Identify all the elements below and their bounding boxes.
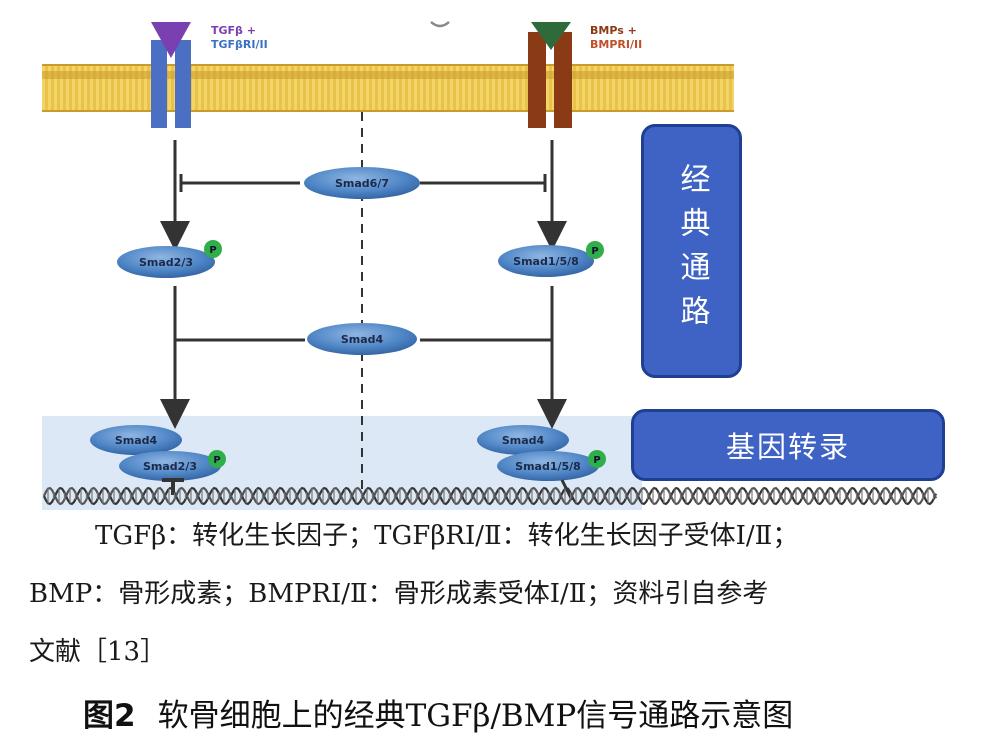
bmp-ligand — [531, 22, 571, 50]
tgf-ligand-label-1: TGFβ + — [211, 24, 256, 37]
cell-membrane — [42, 64, 734, 112]
tgf-beta-ligand — [151, 22, 191, 58]
bmp-receptor — [528, 22, 572, 128]
caption-line-2: BMP：骨形成素；BMPRⅠ/Ⅱ：骨形成素受体Ⅰ/Ⅱ；资料引自参考 — [29, 579, 769, 609]
gene-transcription-label: 基因转录 — [725, 430, 850, 464]
caption-line-1: TGFβ：转化生长因子；TGFβRⅠ/Ⅱ：转化生长因子受体Ⅰ/Ⅱ； — [95, 521, 799, 551]
dna-binding-marker — [162, 478, 184, 495]
dna-strand — [43, 486, 938, 506]
decor-arc — [430, 21, 450, 28]
signaling-pathway-diagram: TGFβ + TGFβRI/II BMPs + BMPRI/II Smad6/7… — [42, 21, 938, 510]
smad158-nuclear-label: Smad1/5/8 — [515, 460, 581, 473]
smad67-node: Smad6/7 — [304, 167, 420, 199]
phospho-icon — [588, 450, 606, 468]
smad4-nuclear-label: Smad4 — [502, 434, 545, 447]
tgf-ligand-label-2: TGFβRI/II — [211, 38, 268, 51]
classic-pathway-label: 经典通路 — [674, 163, 710, 339]
smad4-node: Smad4 — [307, 323, 417, 355]
smad4-nuclear-label: Smad4 — [115, 434, 158, 447]
phospho-label: P — [213, 455, 220, 466]
phospho-icon — [586, 241, 604, 259]
bmp-ligand-label-1: BMPs + — [590, 24, 637, 37]
phospho-label: P — [209, 245, 216, 256]
smad4-label: Smad4 — [341, 333, 384, 346]
phospho-label: P — [591, 246, 598, 257]
dna-strand — [43, 486, 938, 506]
smad23-nuclear-label: Smad2/3 — [143, 460, 197, 473]
smad158-label: Smad1/5/8 — [513, 255, 579, 268]
phospho-icon — [204, 240, 222, 258]
smad158-node: Smad1/5/8 P — [498, 241, 604, 277]
gene-transcription-box: 基因转录 — [631, 409, 945, 481]
figure-title: 图2 软骨细胞上的经典TGFβ/BMP信号通路示意图 — [83, 690, 793, 735]
nuclear-complex-left: Smad4 Smad2/3 P — [90, 425, 226, 495]
nuclear-complex-right: Smad4 Smad1/5/8 P — [477, 425, 606, 501]
bmp-ligand-label-2: BMPRI/II — [590, 38, 642, 51]
tgf-beta-receptor — [151, 22, 191, 128]
dna-helix — [43, 486, 938, 506]
figure-number: 图2 — [83, 698, 136, 734]
caption-line-3: 文献［13］ — [29, 637, 167, 667]
phospho-label: P — [593, 455, 600, 466]
smad23-node: Smad2/3 P — [117, 240, 222, 278]
figure-title-text: 软骨细胞上的经典TGFβ/BMP信号通路示意图 — [157, 698, 794, 734]
phospho-icon — [208, 450, 226, 468]
classic-pathway-box: 经典通路 — [641, 124, 742, 378]
smad67-label: Smad6/7 — [335, 177, 389, 190]
smad23-label: Smad2/3 — [139, 256, 193, 269]
